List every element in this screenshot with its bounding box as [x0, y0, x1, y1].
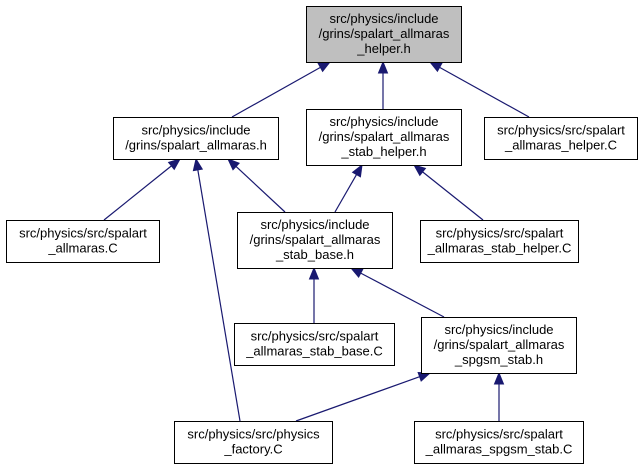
arrowhead-icon: [428, 61, 443, 73]
node-label-line: src/physics/src/spalart: [19, 226, 147, 241]
edge-line: [103, 165, 172, 221]
node-label-line: _stab_base.h: [275, 247, 354, 262]
node-spalart-allmaras-spgsm-stab-c[interactable]: src/physics/src/spalart_allmaras_spgsm_s…: [414, 421, 584, 464]
node-label-line: _allmaras_spgsm_stab.C: [425, 442, 573, 457]
node-label-line: src/physics/include: [444, 322, 553, 337]
arrowhead-icon: [227, 158, 240, 171]
node-label-line: src/physics/include: [329, 11, 438, 26]
node-spalart-allmaras-h[interactable]: src/physics/include/grins/spalart_allmar…: [113, 117, 279, 160]
edge-physics-factory-c-to-spalart-allmaras-spgsm-stab-h: [295, 371, 432, 422]
edge-spalart-allmaras-stab-helper-c-to-spalart-allmaras-stab-helper-h: [412, 164, 484, 221]
edge-line: [197, 169, 241, 422]
node-label-line: _factory.C: [223, 442, 282, 457]
node-label-line: src/physics/include: [141, 123, 250, 138]
edge-spalart-allmaras-stab-helper-h-to-spalart-allmaras-helper-h: [377, 60, 389, 109]
node-label-line: src/physics/include: [329, 114, 438, 129]
arrowhead-icon: [493, 371, 505, 385]
node-spalart-allmaras-c[interactable]: src/physics/src/spalart_allmaras.C: [6, 220, 160, 263]
node-spalart-allmaras-stab-helper-h[interactable]: src/physics/include/grins/spalart_allmar…: [306, 109, 462, 166]
node-label-line: src/physics/src/spalart: [251, 329, 379, 344]
node-spalart-allmaras-helper-h: src/physics/include/grins/spalart_allmar…: [306, 6, 462, 63]
node-box: [306, 6, 462, 63]
node-label-line: src/physics/src/spalart: [436, 226, 564, 241]
edge-spalart-allmaras-stab-base-c-to-spalart-allmaras-stab-base-h: [308, 266, 320, 323]
node-label-line: /grins/spalart_allmaras: [434, 337, 565, 352]
node-label-line: _stab_helper.h: [340, 144, 426, 159]
edges-layer: [103, 60, 530, 422]
edge-spalart-allmaras-helper-c-to-spalart-allmaras-helper-h: [428, 61, 530, 118]
arrowhead-icon: [167, 158, 182, 171]
arrowhead-icon: [317, 61, 332, 73]
edge-line: [334, 174, 358, 213]
node-spalart-allmaras-spgsm-stab-h[interactable]: src/physics/include/grins/spalart_allmar…: [421, 317, 577, 374]
arrowhead-icon: [351, 163, 363, 178]
node-box: [237, 212, 393, 269]
node-label-line: src/physics/src/physics: [187, 427, 320, 442]
node-label-line: _spgsm_stab.h: [454, 352, 543, 367]
node-box: [174, 421, 333, 464]
edge-spalart-allmaras-spgsm-stab-c-to-spalart-allmaras-spgsm-stab-h: [493, 371, 505, 421]
arrowhead-icon: [349, 267, 364, 279]
edge-spalart-allmaras-spgsm-stab-h-to-spalart-allmaras-stab-base-h: [349, 267, 445, 318]
edge-line: [439, 66, 530, 118]
node-label-line: /grins/spalart_allmaras.h: [125, 138, 267, 153]
edge-line: [422, 171, 484, 221]
edge-spalart-allmaras-stab-base-h-to-spalart-allmaras-stab-helper-h: [334, 163, 363, 213]
arrowhead-icon: [412, 164, 427, 177]
node-box: [420, 220, 579, 263]
node-box: [414, 421, 584, 464]
edge-line: [231, 66, 321, 118]
node-label-line: _allmaras_stab_helper.C: [427, 241, 572, 256]
node-label-line: src/physics/src/spalart: [435, 427, 563, 442]
edge-line: [360, 272, 445, 318]
node-spalart-allmaras-stab-helper-c[interactable]: src/physics/src/spalart_allmaras_stab_he…: [420, 220, 579, 263]
edge-spalart-allmaras-c-to-spalart-allmaras-h: [103, 158, 182, 221]
node-box: [6, 220, 160, 263]
node-spalart-allmaras-helper-c[interactable]: src/physics/src/spalart_allmaras_helper.…: [484, 117, 638, 160]
node-label-line: src/physics/src/spalart: [497, 123, 625, 138]
node-label-line: /grins/spalart_allmaras: [319, 26, 450, 41]
nodes-layer: src/physics/include/grins/spalart_allmar…: [6, 6, 638, 464]
node-box: [306, 109, 462, 166]
arrowhead-icon: [192, 157, 204, 172]
edge-line: [295, 376, 420, 422]
node-box: [421, 317, 577, 374]
edge-spalart-allmaras-stab-base-h-to-spalart-allmaras-h: [227, 158, 286, 213]
node-spalart-allmaras-stab-base-h[interactable]: src/physics/include/grins/spalart_allmar…: [237, 212, 393, 269]
arrowhead-icon: [308, 266, 320, 280]
node-label-line: src/physics/include: [260, 217, 369, 232]
node-label-line: _allmaras.C: [47, 241, 117, 256]
node-spalart-allmaras-stab-base-c[interactable]: src/physics/src/spalart_allmaras_stab_ba…: [234, 323, 395, 366]
node-physics-factory-c[interactable]: src/physics/src/physics_factory.C: [174, 421, 333, 464]
node-box: [113, 117, 279, 160]
arrowhead-icon: [377, 60, 389, 74]
node-label-line: _helper.h: [356, 41, 411, 56]
edge-line: [235, 166, 286, 213]
node-label-line: _allmaras_stab_base.C: [245, 344, 383, 359]
edge-spalart-allmaras-h-to-spalart-allmaras-helper-h: [231, 61, 332, 118]
node-label-line: /grins/spalart_allmaras: [250, 232, 381, 247]
node-label-line: /grins/spalart_allmaras: [319, 129, 450, 144]
node-box: [484, 117, 638, 160]
edge-physics-factory-c-to-spalart-allmaras-h: [192, 157, 241, 422]
node-box: [234, 323, 395, 366]
node-label-line: _allmaras_helper.C: [504, 138, 617, 153]
